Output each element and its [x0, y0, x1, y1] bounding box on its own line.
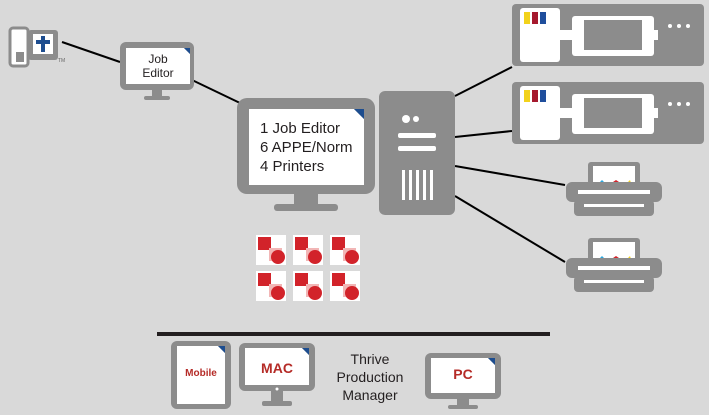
- server-monitor: 1 Job Editor 6 APPE/Norm 4 Printers: [236, 97, 376, 217]
- rip-icon: [256, 271, 286, 301]
- logo-to-job-editor-line: [62, 42, 120, 62]
- mac-monitor-icon: [238, 342, 316, 410]
- thrive-label-line-3: Manager: [320, 386, 420, 404]
- server-tower: [378, 90, 456, 216]
- job-editor-label-line-2: Editor: [126, 66, 190, 80]
- server-line-appe: 6 APPE/Norm: [260, 138, 353, 157]
- thrive-production-manager-label: Thrive Production Manager: [320, 350, 420, 404]
- wide-format-printer-icon: [512, 82, 704, 146]
- wide-format-printer-icon: [512, 4, 704, 68]
- server-to-printer-3-line: [455, 166, 565, 185]
- thrive-logo: TM: [8, 24, 64, 68]
- rip-icons: [254, 233, 364, 305]
- thrive-label-line-1: Thrive: [320, 350, 420, 368]
- server-screen-text: 1 Job Editor 6 APPE/Norm 4 Printers: [260, 119, 353, 176]
- mobile-device: Mobile: [170, 340, 232, 410]
- server-to-printer-4-line: [455, 196, 565, 262]
- pc-label: PC: [432, 366, 494, 382]
- thrive-logo-icon: [8, 24, 64, 68]
- mac-label: MAC: [246, 360, 308, 376]
- rip-icon-grid: [254, 233, 364, 305]
- trademark-label: TM: [58, 58, 65, 64]
- server-line-printers: 4 Printers: [260, 157, 353, 176]
- desktop-printer-2: [566, 236, 662, 294]
- desktop-printer-icon: [566, 236, 662, 294]
- mobile-label: Mobile: [176, 368, 226, 379]
- wide-format-printer-2: [512, 82, 704, 146]
- job-editor-to-server-line: [192, 80, 240, 103]
- server-to-printer-2-line: [455, 131, 512, 137]
- thrive-label-line-2: Production: [320, 368, 420, 386]
- rip-icon: [330, 271, 360, 301]
- rip-icon: [293, 271, 323, 301]
- wide-format-printer-1: [512, 4, 704, 68]
- job-editor-computer: Job Editor: [118, 40, 196, 106]
- rip-icon: [330, 235, 360, 265]
- mac-computer: MAC: [238, 342, 316, 410]
- server-tower-icon: [378, 90, 456, 216]
- server-to-printer-1-line: [455, 67, 512, 96]
- desktop-printer-1: [566, 160, 662, 218]
- job-editor-label: Job Editor: [126, 52, 190, 80]
- rip-icon: [256, 235, 286, 265]
- rip-icon: [293, 235, 323, 265]
- pc-computer: PC: [424, 352, 502, 410]
- desktop-printer-icon: [566, 160, 662, 218]
- server-line-job-editor: 1 Job Editor: [260, 119, 353, 138]
- job-editor-label-line-1: Job: [126, 52, 190, 66]
